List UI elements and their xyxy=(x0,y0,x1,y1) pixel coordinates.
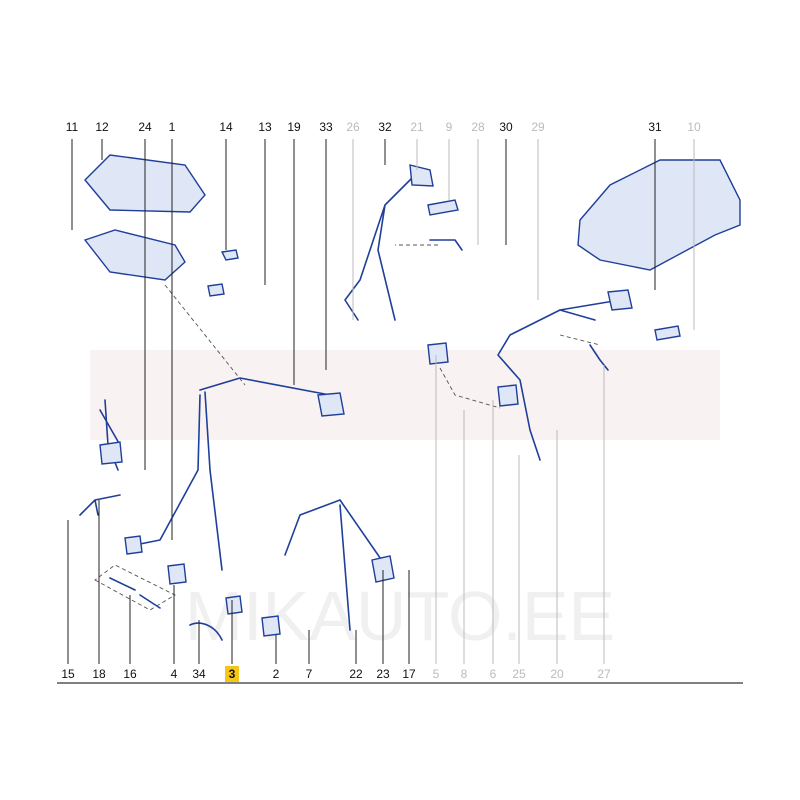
part-console-cover xyxy=(83,229,186,281)
part-label-2[interactable]: 2 xyxy=(273,667,280,681)
part-label-21[interactable]: 21 xyxy=(410,120,424,134)
part-label-33[interactable]: 33 xyxy=(319,120,333,134)
part-label-29[interactable]: 29 xyxy=(531,120,545,134)
part-rear-belt-20 xyxy=(497,299,621,461)
part-label-3[interactable]: 3 xyxy=(229,667,236,681)
part-label-16[interactable]: 16 xyxy=(123,667,137,681)
part-buckle-5 xyxy=(427,342,449,365)
part-bracket-16 xyxy=(109,577,161,609)
part-buckle-4 xyxy=(167,563,187,585)
part-label-24[interactable]: 24 xyxy=(138,120,152,134)
part-label-17[interactable]: 17 xyxy=(402,667,416,681)
part-label-20[interactable]: 20 xyxy=(550,667,564,681)
part-clip-14 xyxy=(220,249,239,261)
part-label-7[interactable]: 7 xyxy=(306,667,313,681)
parts xyxy=(79,154,741,641)
watermark-text: MIKAUTO.EE xyxy=(185,577,615,655)
part-label-34[interactable]: 34 xyxy=(192,667,206,681)
part-retractor-19 xyxy=(317,392,345,417)
part-buckle-1 xyxy=(124,535,143,555)
part-label-14[interactable]: 14 xyxy=(219,120,233,134)
highlight-badge xyxy=(225,666,239,682)
part-label-15[interactable]: 15 xyxy=(61,667,75,681)
part-label-19[interactable]: 19 xyxy=(287,120,301,134)
part-clip-13 xyxy=(207,283,225,297)
part-label-10[interactable]: 10 xyxy=(687,120,701,134)
part-retractor-box-24 xyxy=(99,441,123,465)
part-label-1[interactable]: 1 xyxy=(169,120,176,134)
part-label-31[interactable]: 31 xyxy=(648,120,662,134)
part-buckle-3 xyxy=(225,595,243,615)
part-buckle-2 xyxy=(261,615,281,637)
top-labels: 11 12 24 1 14 13 19 33 26 32 21 9 28 30 29 31 10 xyxy=(66,120,701,540)
part-label-32[interactable]: 32 xyxy=(378,120,392,134)
part-label-9[interactable]: 9 xyxy=(446,120,453,134)
part-label-5[interactable]: 5 xyxy=(433,667,440,681)
part-label-4[interactable]: 4 xyxy=(171,667,178,681)
car-illustration xyxy=(577,159,741,271)
part-label-28[interactable]: 28 xyxy=(471,120,485,134)
part-label-6[interactable]: 6 xyxy=(490,667,497,681)
part-trim-10 xyxy=(654,325,681,341)
part-label-27[interactable]: 27 xyxy=(597,667,611,681)
part-trim-9 xyxy=(427,199,459,216)
assembly-line xyxy=(94,244,601,611)
part-retractor-17 xyxy=(371,555,395,583)
watermark: MIKAUTO.EE xyxy=(90,350,720,655)
part-bracket-28 xyxy=(429,239,463,251)
part-belt-18 xyxy=(79,494,121,516)
part-label-23[interactable]: 23 xyxy=(376,667,390,681)
part-front-belt xyxy=(134,377,331,571)
part-retractor-31 xyxy=(607,289,633,311)
part-rear-belt xyxy=(284,499,386,631)
part-label-30[interactable]: 30 xyxy=(499,120,513,134)
part-bracket-27 xyxy=(589,344,609,371)
part-label-12[interactable]: 12 xyxy=(95,120,109,134)
part-rear-belt-21 xyxy=(344,174,416,321)
part-label-18[interactable]: 18 xyxy=(92,667,106,681)
part-label-13[interactable]: 13 xyxy=(258,120,272,134)
part-label-26[interactable]: 26 xyxy=(346,120,360,134)
part-bolt-34 xyxy=(189,622,223,641)
part-label-8[interactable]: 8 xyxy=(461,667,468,681)
part-retractor-21 xyxy=(409,164,434,187)
part-label-11[interactable]: 11 xyxy=(66,120,79,134)
part-buckle-6 xyxy=(497,384,519,407)
part-label-25[interactable]: 25 xyxy=(512,667,526,681)
part-label-22[interactable]: 22 xyxy=(349,667,363,681)
